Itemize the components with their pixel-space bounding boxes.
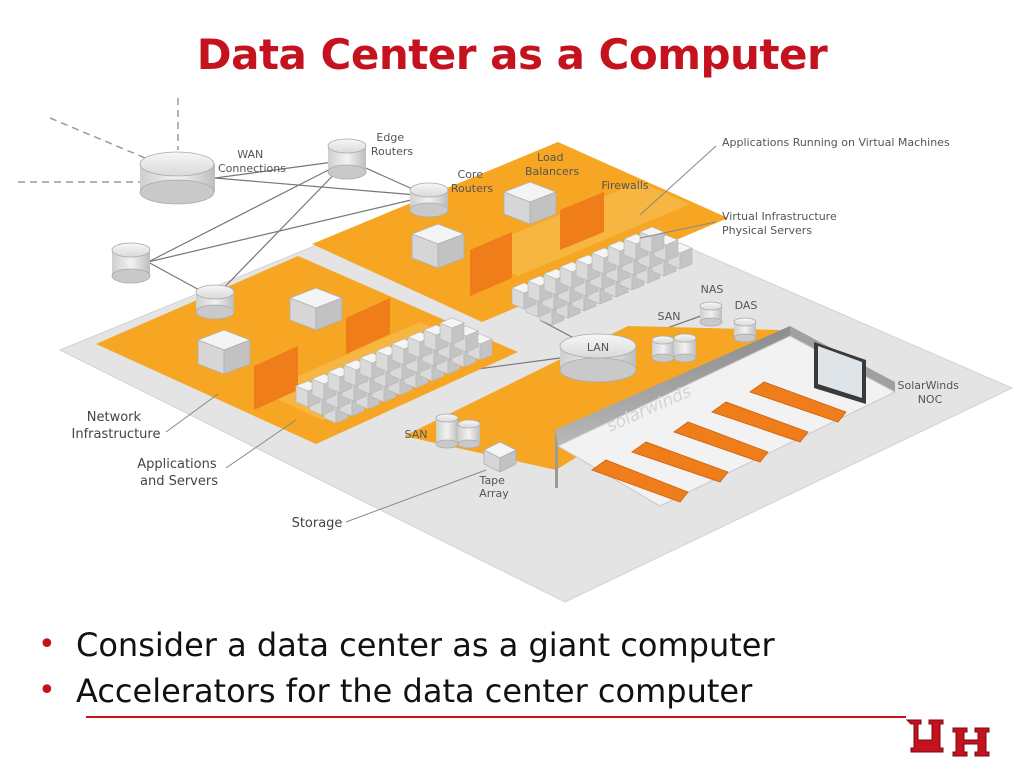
- noc-seat: [711, 401, 809, 443]
- wan-dashed-lines: [18, 98, 179, 183]
- label-apps-on-vms: Applications Running on Virtual Machines: [722, 136, 950, 149]
- label-lan: LAN: [587, 341, 609, 354]
- firewall-panel-icon: [254, 192, 604, 410]
- router-cube-icon: [196, 181, 558, 473]
- label-core-routers: Core Routers: [451, 168, 493, 195]
- bullet-list: •Consider a data center as a giant compu…: [38, 622, 775, 714]
- server-rack-icon: [295, 226, 693, 424]
- label-firewalls: Firewalls: [601, 179, 648, 192]
- label-das: DAS: [735, 299, 758, 312]
- label-virtual-infrastructure: Virtual Infrastructure: [722, 210, 837, 223]
- database-cylinder-icon: [111, 138, 757, 449]
- bullet-dot-icon: •: [38, 673, 56, 708]
- label-physical-servers: Physical Servers: [722, 224, 812, 237]
- label-nas: NAS: [701, 283, 724, 296]
- label-san-top: SAN: [658, 310, 681, 323]
- noc-seat: [631, 441, 729, 483]
- label-solarwinds-noc: SolarWinds NOC: [898, 379, 963, 406]
- server-unit: [439, 317, 465, 345]
- label-load-balancers: Load Balancers: [525, 151, 579, 178]
- data-center-diagram: solarwinds WAN Connections Edge Routers …: [18, 98, 1014, 603]
- label-wan: WAN Connections: [218, 148, 286, 175]
- footer-rule: [86, 716, 906, 718]
- label-applications-and-servers: Applications and Servers: [137, 457, 221, 489]
- uh-logo: [905, 719, 990, 757]
- label-san-left: SAN: [405, 428, 428, 441]
- leader-lines: [165, 145, 717, 523]
- noc-seat: [591, 459, 689, 503]
- slide-title: Data Center as a Computer: [196, 30, 828, 79]
- bullet-item: •Accelerators for the data center comput…: [38, 668, 775, 714]
- server-unit: [639, 226, 665, 254]
- label-network-infrastructure: Network Infrastructure: [72, 410, 161, 442]
- noc-seat: [673, 421, 769, 463]
- server-unit: [511, 282, 537, 310]
- label-storage: Storage: [292, 516, 343, 531]
- bullet-dot-icon: •: [38, 627, 56, 662]
- label-edge-routers: Edge Routers: [371, 131, 413, 158]
- noc-seat-icon: [591, 381, 847, 503]
- bullet-item: •Consider a data center as a giant compu…: [38, 622, 775, 668]
- label-tape-array: Tape Array: [479, 474, 510, 500]
- noc-room: solarwinds: [555, 326, 897, 507]
- noc-seat: [749, 381, 847, 423]
